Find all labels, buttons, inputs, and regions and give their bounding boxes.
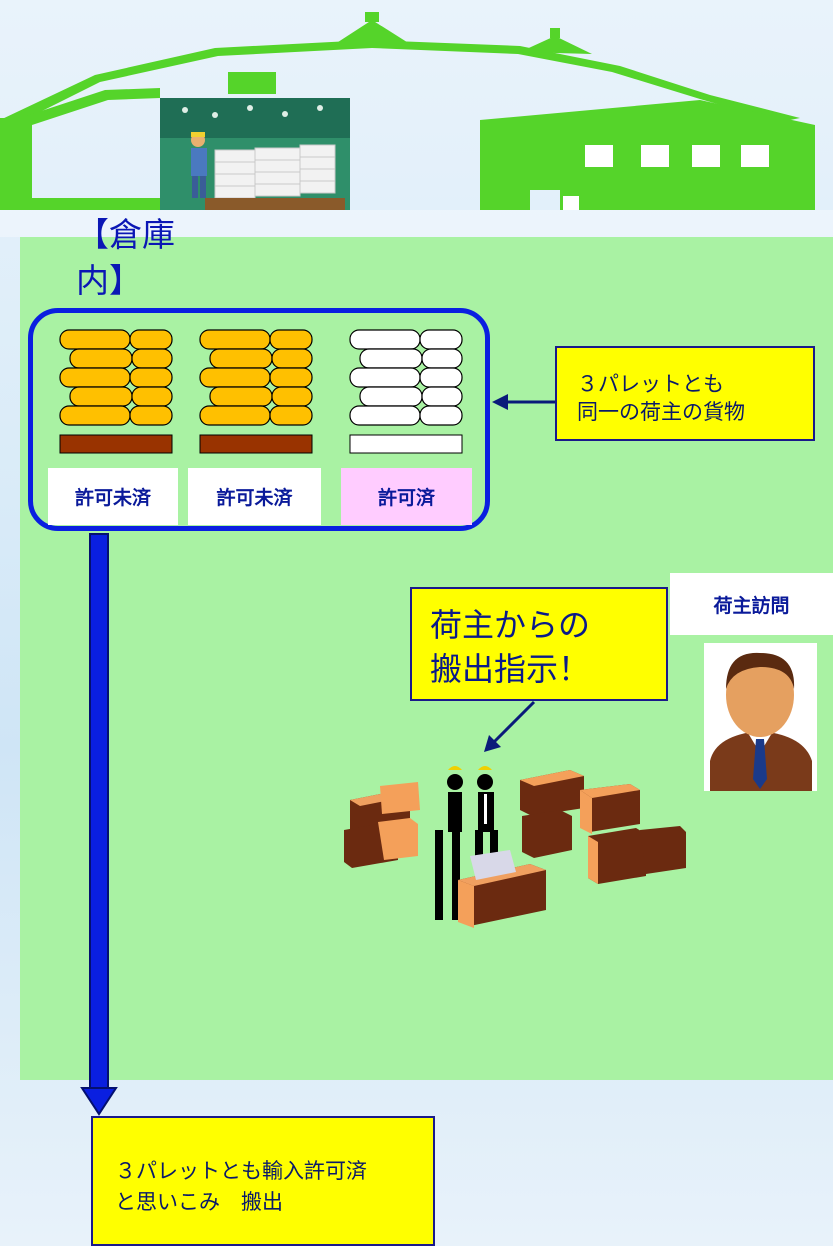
result-note: ３パレットとも輸入許可済 と思いこみ 搬出 <box>91 1116 435 1246</box>
pallets-illustration <box>59 329 463 454</box>
same-shipper-line2: 同一の荷主の貨物 <box>577 400 745 424</box>
pallet-2 <box>199 329 313 454</box>
workers-with-boxes-illustration <box>344 766 686 928</box>
shipper-avatar-icon <box>710 652 812 791</box>
shipper-avatar-panel <box>704 643 817 791</box>
pallet-1-base <box>59 434 173 454</box>
instruction-line1: 荷主からの <box>430 606 591 644</box>
result-line2: と思いこみ 搬出 <box>115 1190 283 1214</box>
instruction-pointer-arrow <box>492 700 536 744</box>
pallet-status-1-label: 許可未済 <box>74 487 151 509</box>
pallet-status-3-label: 許可済 <box>377 487 435 509</box>
pallet-status-2-label: 許可未済 <box>216 487 293 509</box>
pallet-status-1: 許可未済 <box>48 468 178 525</box>
warehouse-label-line1: 【倉庫 <box>76 215 175 254</box>
left-wall <box>0 118 20 210</box>
flow-arrow-head <box>80 1087 118 1116</box>
pallet-3-base <box>349 434 463 454</box>
same-shipper-line1: ３パレットとも <box>577 372 724 396</box>
roof-vent-left <box>335 20 410 44</box>
pallet-status-3: 許可済 <box>341 468 472 525</box>
warehouse-label: 【倉庫 内】 <box>76 212 206 304</box>
instruction-line2: 搬出指示！ <box>430 650 591 688</box>
pallet-2-base <box>199 434 313 454</box>
flow-arrow-shaft <box>89 533 109 1091</box>
result-line1: ３パレットとも輸入許可済 <box>115 1159 367 1183</box>
warehouse-label-line2: 内】 <box>76 261 142 300</box>
pallet-1 <box>59 329 173 454</box>
roof-vent-right <box>520 36 592 54</box>
gable-window <box>228 72 276 94</box>
same-shipper-note: ３パレットとも 同一の荷主の貨物 <box>555 346 815 441</box>
pallet-status-2: 許可未済 <box>188 468 321 525</box>
warehouse-building-illustration <box>0 12 833 237</box>
shipper-instruction-callout: 荷主からの 搬出指示！ <box>410 587 668 701</box>
pallet-3 <box>349 329 463 454</box>
shipper-visit-label: 荷主訪問 <box>670 573 833 635</box>
shipper-visit-text: 荷主訪問 <box>713 594 790 617</box>
